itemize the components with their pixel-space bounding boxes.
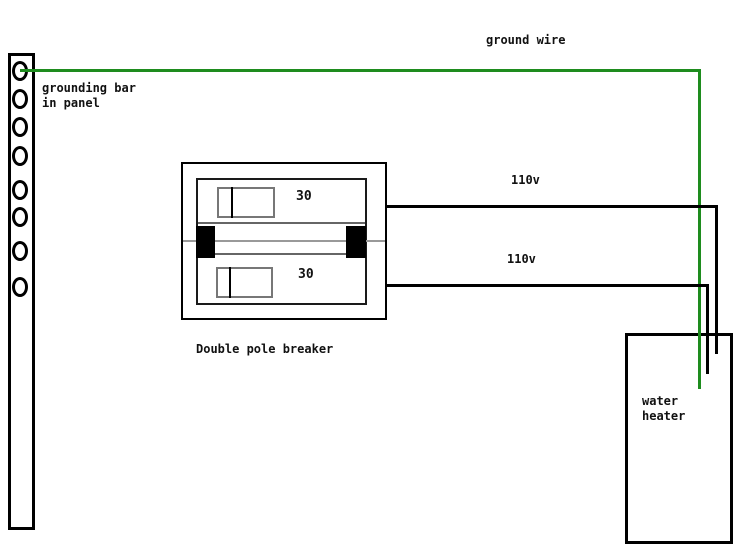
breaker-bottom-switch-divider [229, 267, 231, 298]
breaker-tie-right-block [346, 226, 366, 258]
water-heater-label-line1: water [642, 394, 679, 408]
ground-wire-label: ground wire [486, 33, 566, 47]
grounding-bar-label: grounding bar in panel [42, 81, 136, 111]
hot-wire-bottom-vertical [706, 284, 709, 374]
breaker-bottom-rating-label: 30 [298, 267, 314, 282]
grounding-hole [12, 241, 28, 261]
ground-wire-vertical [698, 69, 701, 389]
breaker-top-switch-divider [231, 187, 233, 218]
breaker-label: Double pole breaker [196, 342, 334, 356]
water-heater-box [625, 333, 733, 544]
grounding-hole [12, 207, 28, 227]
grounding-hole [12, 277, 28, 297]
breaker-top-switch [217, 187, 275, 218]
grounding-bar-label-line2: in panel [42, 96, 100, 110]
water-heater-label: water heater [642, 394, 685, 424]
grounding-bar-label-line1: grounding bar [42, 81, 136, 95]
water-heater-label-line2: heater [642, 409, 686, 423]
ground-wire-horizontal [20, 69, 701, 72]
hot-wire-top-label: 110v [511, 173, 540, 187]
breaker-tie-left-block [196, 226, 215, 258]
breaker-tie-bar-bottom-edge [198, 253, 365, 255]
grounding-hole [12, 146, 28, 166]
breaker-gray-line [183, 240, 385, 242]
grounding-hole [12, 180, 28, 200]
hot-wire-bottom-label: 110v [507, 252, 536, 266]
grounding-bar [8, 53, 35, 530]
breaker-tie-bar-top-edge [198, 222, 365, 224]
breaker-bottom-switch [216, 267, 273, 298]
hot-wire-top-vertical [715, 205, 718, 354]
hot-wire-bottom-horizontal [385, 284, 709, 287]
breaker-top-rating-label: 30 [296, 189, 312, 204]
grounding-hole [12, 89, 28, 109]
grounding-hole [12, 117, 28, 137]
hot-wire-top-horizontal [385, 205, 718, 208]
